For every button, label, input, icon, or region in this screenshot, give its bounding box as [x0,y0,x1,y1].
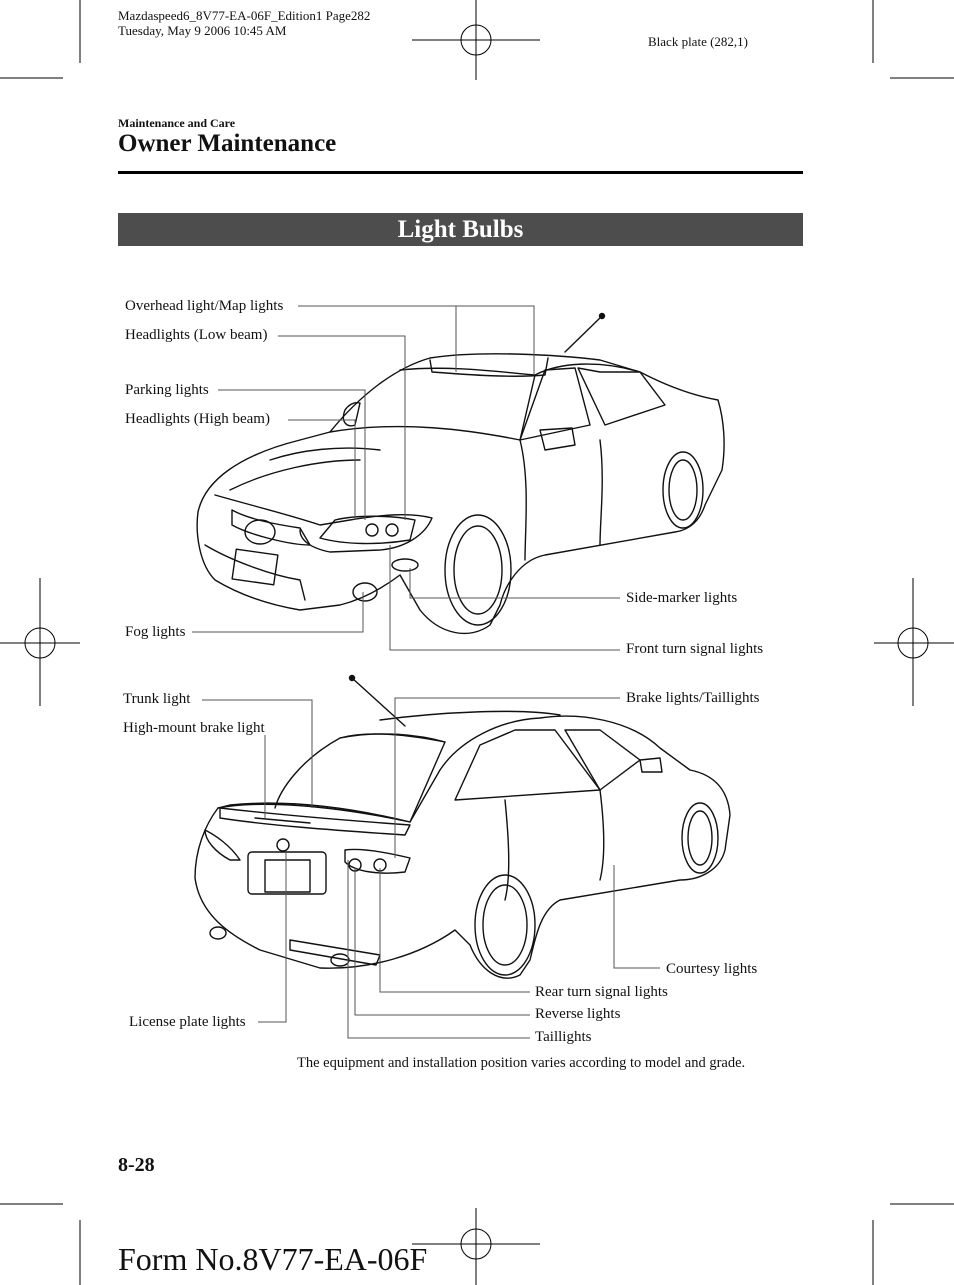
label-brake-taillights: Brake lights/Taillights [626,690,760,706]
label-headlights-low-beam: Headlights (Low beam) [125,327,268,343]
label-high-mount-brake-light: High-mount brake light [123,720,265,736]
label-overhead-map-lights: Overhead light/Map lights [125,298,284,314]
label-headlights-high-beam: Headlights (High beam) [125,411,270,427]
rear-car-drawing [194,674,731,979]
label-rear-turn-signal-lights: Rear turn signal lights [535,984,668,1000]
leader-lines [192,305,660,1039]
front-car-drawing [196,312,725,635]
title-rule [118,171,803,174]
label-side-marker-lights: Side-marker lights [626,590,738,606]
print-header-line1: Mazdaspeed6_8V77-EA-06F_Edition1 Page282 [118,8,371,23]
label-taillights: Taillights [535,1029,592,1045]
form-number: Form No.8V77-EA-06F [118,1241,428,1277]
label-courtesy-lights: Courtesy lights [666,961,758,977]
label-front-turn-signal-lights: Front turn signal lights [626,641,764,657]
page-title: Owner Maintenance [118,130,337,157]
page-number: 8-28 [118,1154,155,1176]
equipment-note: The equipment and installation position … [297,1055,746,1071]
print-header-line2: Tuesday, May 9 2006 10:45 AM [118,23,287,38]
label-fog-lights: Fog lights [125,624,186,640]
label-trunk-light: Trunk light [123,691,191,707]
breadcrumb: Maintenance and Care [118,116,236,130]
label-license-plate-lights: License plate lights [129,1014,246,1030]
plate-label: Black plate (282,1) [648,34,748,49]
section-banner: Light Bulbs [118,213,803,246]
label-reverse-lights: Reverse lights [535,1006,621,1022]
label-parking-lights: Parking lights [125,382,209,398]
